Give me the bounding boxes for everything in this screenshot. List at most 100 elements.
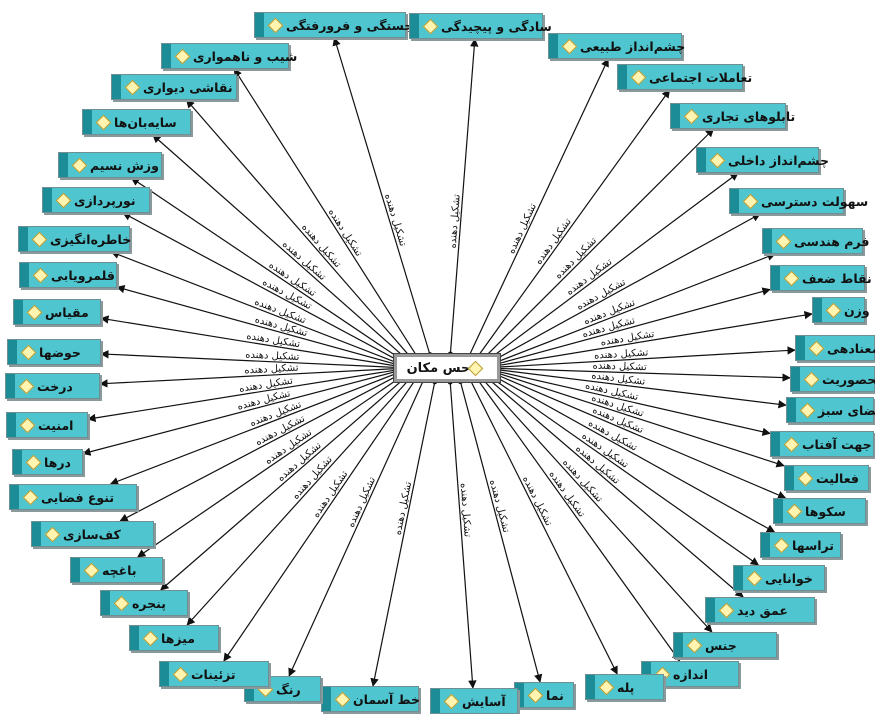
concept-node[interactable]: خط آسمان: [321, 686, 420, 712]
diamond-icon: [19, 417, 36, 433]
concept-node[interactable]: نقاط ضعف: [770, 265, 872, 291]
concept-node[interactable]: عمق دید: [705, 597, 815, 623]
node-strip: [255, 13, 264, 37]
diamond-icon: [55, 192, 72, 208]
edge-label: تشکیل دهنده: [448, 194, 463, 249]
connector-arrow: [495, 367, 791, 382]
concept-node[interactable]: قلمرویابی: [19, 262, 117, 288]
concept-node[interactable]: چشم‌انداز داخلی: [696, 147, 829, 173]
concept-node-label: سهولت دسترسی: [761, 193, 869, 209]
concept-node[interactable]: درها: [12, 449, 83, 475]
concept-node[interactable]: میزها: [129, 625, 219, 651]
connector-arrow: [223, 378, 417, 662]
connector-arrow: [487, 172, 739, 361]
concept-node[interactable]: سایه‌بان‌ها: [82, 109, 191, 135]
concept-node[interactable]: درخت: [5, 373, 100, 399]
concept-node[interactable]: فرم هندسی: [762, 228, 869, 254]
connector-arrow: [449, 381, 477, 689]
node-strip: [734, 566, 743, 590]
connector-arrow: [494, 287, 771, 366]
concept-node[interactable]: سهولت دسترسی: [729, 188, 868, 214]
concept-node[interactable]: پله: [585, 674, 664, 700]
concept-node-label: امنیت: [38, 417, 74, 433]
connector-arrow: [370, 381, 436, 687]
connector-arrow: [495, 310, 813, 367]
concept-node[interactable]: برجستگی و فرورفتگی: [254, 12, 426, 38]
concept-node[interactable]: حوضها: [7, 339, 101, 365]
concept-node-label: تنوع فضایی: [41, 489, 115, 505]
node-strip: [761, 533, 770, 557]
connector-arrow: [109, 372, 399, 486]
concept-node[interactable]: امنیت: [6, 412, 88, 438]
concept-node[interactable]: آسایش: [430, 688, 518, 714]
node-strip: [245, 677, 254, 701]
diamond-icon: [742, 193, 759, 209]
node-strip: [549, 34, 558, 58]
diamond-icon: [174, 48, 191, 64]
concept-node[interactable]: باغچه: [70, 557, 163, 583]
concept-node[interactable]: نقاشی دیواری: [111, 74, 237, 100]
concept-node-label: سایه‌بان‌ها: [114, 114, 177, 130]
concept-node[interactable]: تنوع فضایی: [9, 484, 137, 510]
concept-node[interactable]: وزش نسیم: [58, 152, 162, 178]
concept-node-label: عمق دید: [737, 602, 788, 618]
concept-node[interactable]: مقیاس: [13, 299, 101, 325]
concept-node[interactable]: خوانایی: [733, 565, 825, 591]
node-strip: [13, 450, 22, 474]
connector-arrow: [116, 285, 398, 366]
concept-node-label: کف‌سازی: [63, 526, 121, 542]
edge-label: تشکیل دهنده: [594, 347, 649, 361]
concept-node[interactable]: تعاملات اجتماعی: [617, 64, 752, 90]
connector-arrow: [100, 350, 397, 369]
concept-node[interactable]: چشم‌انداز طبیعی: [548, 33, 685, 59]
node-strip: [771, 432, 780, 456]
diamond-icon: [799, 402, 816, 418]
concept-node-label: وزش نسیم: [90, 157, 159, 173]
node-strip: [763, 229, 772, 253]
concept-node[interactable]: نورپردازی: [42, 187, 150, 213]
node-strip: [771, 266, 780, 290]
diamond-icon: [561, 38, 578, 54]
diamond-icon: [686, 637, 703, 653]
concept-node-label: تعاملات اجتماعی: [649, 69, 753, 85]
diamond-icon: [113, 595, 130, 611]
concept-node-label: درخت: [37, 378, 73, 394]
diamond-icon: [783, 270, 800, 286]
concept-node-label: قلمرویابی: [51, 267, 115, 283]
concept-node-label: محصوریت: [822, 371, 875, 387]
concept-node[interactable]: وزن: [812, 297, 870, 323]
concept-node[interactable]: شیب و ناهمواری: [161, 43, 297, 69]
diamond-icon: [334, 691, 351, 707]
node-strip: [431, 689, 440, 713]
concept-node[interactable]: معنادهی: [795, 335, 875, 361]
node-strip: [8, 340, 17, 364]
concept-node[interactable]: تزئینات: [159, 661, 269, 687]
center-node[interactable]: حس مکان: [393, 353, 501, 383]
concept-node[interactable]: جهت آفتاب: [770, 431, 874, 457]
concept-node[interactable]: تابلوهای تجاری: [670, 103, 795, 129]
concept-node-label: خوانایی: [765, 570, 813, 586]
concept-node[interactable]: سادگی و پیچیدگی: [409, 13, 552, 39]
concept-node[interactable]: تراسها: [760, 532, 841, 558]
concept-node[interactable]: خاطره‌انگیزی: [18, 226, 131, 252]
concept-node[interactable]: جنس: [673, 632, 777, 658]
edge-label: تشکیل دهنده: [520, 474, 554, 528]
concept-node[interactable]: نما: [514, 682, 574, 708]
edge-label: تشکیل دهنده: [458, 483, 473, 538]
connector-arrow: [110, 250, 399, 364]
diamond-icon: [797, 470, 814, 486]
concept-node[interactable]: محصوریت: [790, 366, 875, 392]
node-strip: [43, 188, 52, 212]
concept-node[interactable]: فضای سبز: [786, 397, 875, 423]
node-strip: [71, 558, 80, 582]
connector-arrow: [490, 213, 761, 363]
node-strip: [697, 148, 706, 172]
concept-node[interactable]: فعالیت: [784, 465, 869, 491]
concept-node[interactable]: کف‌سازی: [31, 521, 154, 547]
diamond-icon: [44, 526, 61, 542]
concept-node-label: سکوها: [805, 503, 846, 519]
concept-node[interactable]: سکوها: [773, 498, 866, 524]
node-strip: [791, 367, 800, 391]
concept-node-label: فرم هندسی: [794, 233, 870, 249]
concept-node[interactable]: پنجره: [100, 590, 188, 616]
